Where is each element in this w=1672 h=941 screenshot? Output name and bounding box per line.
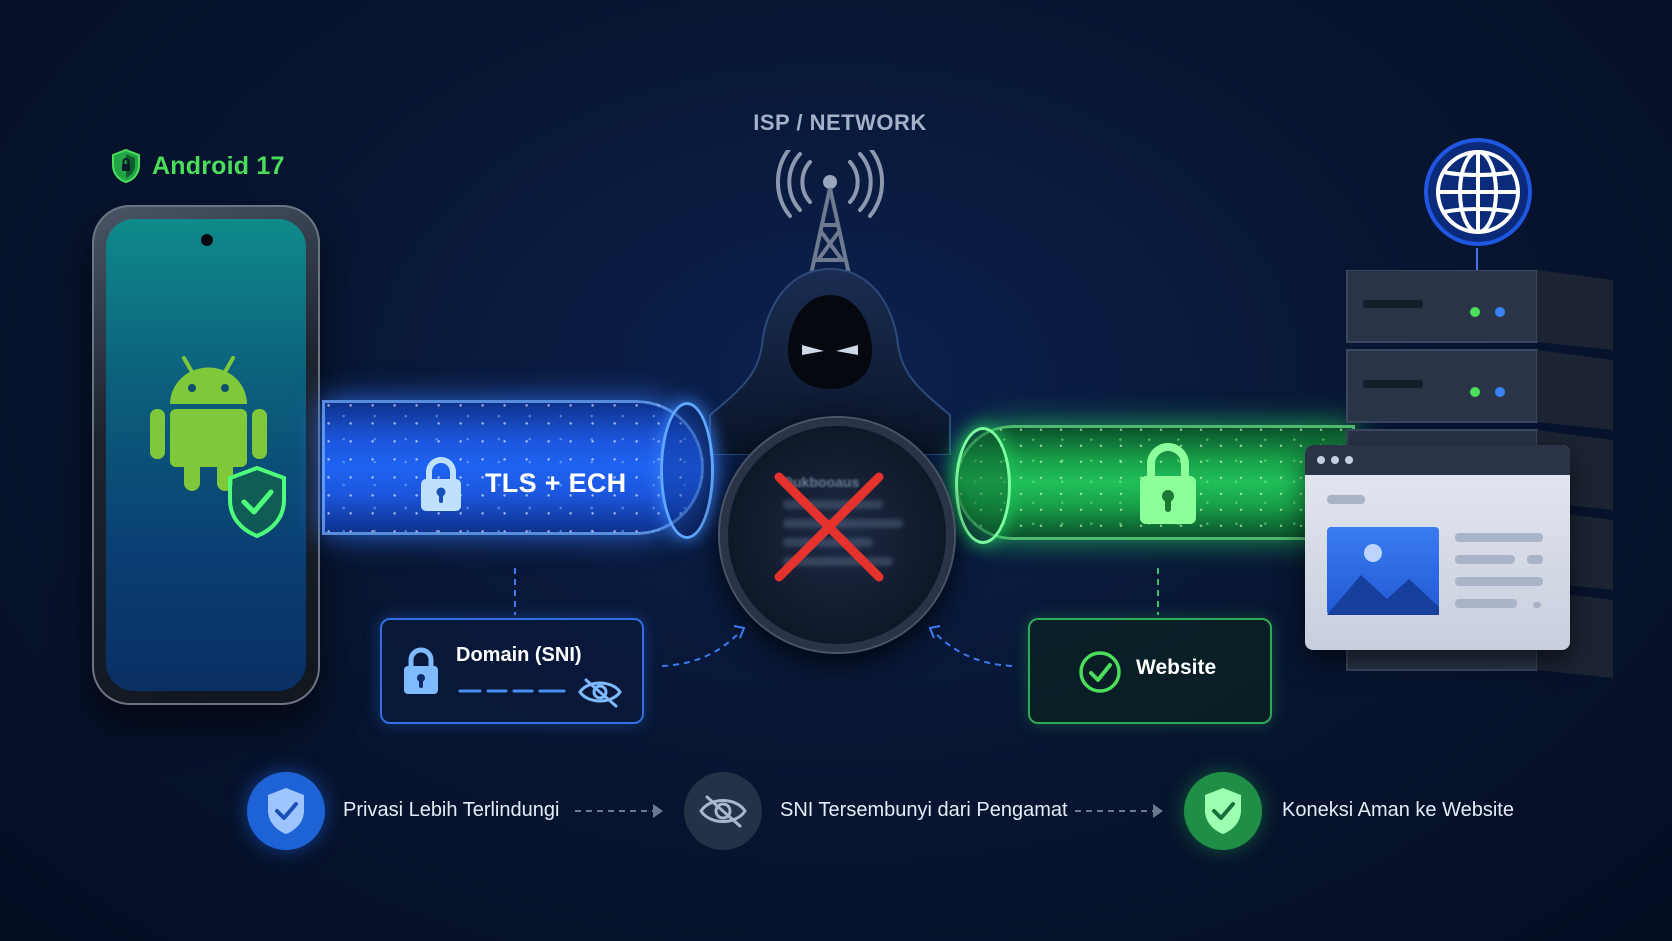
android-version-label: Android 17 [152,151,285,180]
tunnel-server-end [955,427,1011,544]
android-badge: Android 17 [110,148,285,184]
inspection-lens: Dukbooaus [720,418,954,652]
tunnel-lock-icon [421,457,461,511]
benefit-sni-hidden-label: SNI Tersembunyi dari Pengamat [780,799,1068,821]
encrypted-tunnel-client [322,400,704,535]
domain-sni-card: Domain (SNI) [380,618,644,724]
benefit-sni-hidden-icon [684,772,762,850]
android-robot-icon [150,356,267,491]
hooded-observer-figure [709,267,951,455]
tunnel-client-end [660,402,714,539]
website-browser-window [1305,445,1570,650]
domain-sni-label: Domain (SNI) [456,644,582,666]
server-tunnel-lock-icon [1140,443,1196,524]
tunnel-protocol-label: TLS + ECH [485,468,627,498]
benefit-secure-connection-icon [1184,772,1262,850]
isp-network-label: ISP / NETWORK [753,110,927,135]
shield-check-icon [268,788,304,834]
image-placeholder-icon [1327,527,1439,615]
phone-screen [106,219,306,691]
android-phone [92,205,320,705]
eye-off-icon [699,795,747,828]
phone-shield-check-icon [228,465,286,539]
website-card: Website [1028,618,1272,724]
blocked-x-icon [774,472,884,582]
flow-arrow-2 [1075,804,1163,818]
benefit-secure-connection-label: Koneksi Aman ke Website [1282,799,1514,821]
benefit-privacy-icon [247,772,325,850]
phone-camera [201,234,213,246]
benefit-privacy-label: Privasi Lebih Terlindungi [343,799,560,821]
sni-lock-icon [404,647,438,694]
android-shield-icon [112,148,140,184]
shield-check-icon [1205,788,1241,834]
globe-icon [1424,138,1532,246]
eye-off-icon [578,678,622,708]
website-label: Website [1136,656,1217,679]
hidden-domain-dashes [458,689,566,693]
browser-title-bar [1305,445,1570,475]
check-circle-icon [1079,651,1121,693]
radio-tower-icon [776,150,884,289]
blurred-sni-text: Dukbooaus [783,474,903,566]
blurred-sni-value: Dukbooaus [783,474,860,490]
flow-arrow-1 [575,804,663,818]
